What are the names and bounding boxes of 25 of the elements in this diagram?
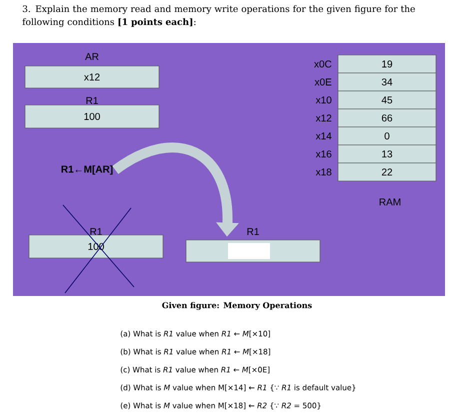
memory-cell: x0C 19: [314, 54, 436, 74]
memory-cell: x14 0: [316, 126, 436, 146]
node-label: R1: [86, 97, 98, 104]
memory-cell: x12 66: [316, 108, 436, 128]
node-label: x10: [316, 96, 332, 104]
register-box: R1: [186, 228, 320, 262]
node-label: AR: [85, 53, 98, 60]
register-box: R1 100: [24, 97, 160, 128]
memory-cell: x16 13: [316, 144, 436, 164]
instruction-label: R1←M[AR]: [62, 165, 113, 175]
node-label: x12: [316, 114, 332, 122]
node-label: x0C: [314, 60, 332, 68]
node-label: x16: [316, 150, 332, 158]
register-box: AR x12: [24, 53, 160, 88]
memory-cell: x18 22: [316, 162, 436, 182]
node-label: x14: [316, 132, 332, 140]
memory-cell: x10 45: [316, 90, 436, 110]
ram-label: RAM: [380, 198, 400, 206]
node-label: R1: [90, 228, 102, 235]
node-label: R1: [247, 228, 259, 235]
question-text: 3. Explain the memory read and memory write operations for the given figure for the following conditions [1 points each]:: [22, 5, 415, 28]
node-label: x18: [316, 168, 332, 176]
node-label: x0E: [314, 78, 332, 86]
figure-caption: Given figure: Memory Operations: [162, 302, 312, 310]
memory-cell: x0E 34: [314, 72, 436, 92]
